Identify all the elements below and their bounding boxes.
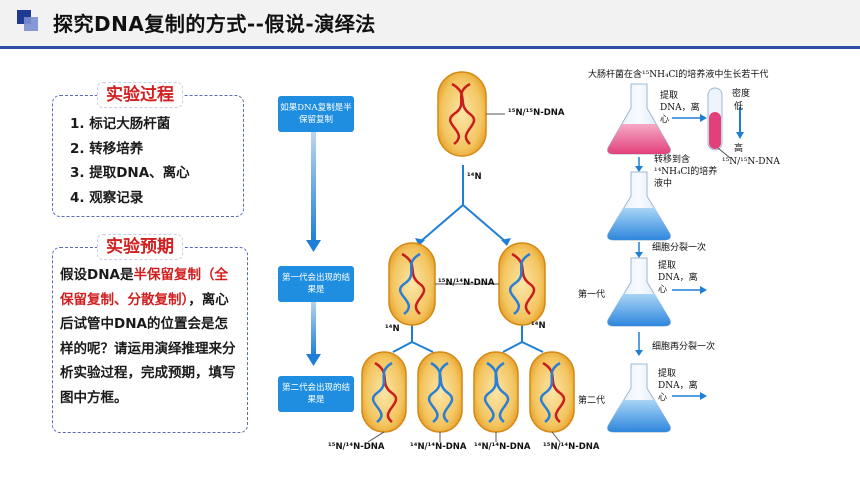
step-4: 4. 观察记录 <box>70 189 144 206</box>
n14-top-label: ¹⁴N <box>467 172 482 182</box>
divide-once-label: 细胞分裂一次 <box>652 243 707 253</box>
gen2-label-4: ¹⁵N/¹⁴N-DNA <box>543 442 600 452</box>
flow-arrow-1 <box>306 130 321 252</box>
extract-label-3: 提取DNA，离心 <box>658 369 698 403</box>
cell-gen2-1 <box>361 351 407 433</box>
centrifuge-tube <box>707 87 723 151</box>
cell-gen2-3 <box>473 351 519 433</box>
cell-gen2-2 <box>417 351 463 433</box>
prediction-text-a: 假设DNA是 <box>60 267 134 283</box>
gen2-label-3: ¹⁴N/¹⁴N-DNA <box>474 442 531 452</box>
tube-dna-label: ¹⁵N/¹⁵N-DNA <box>722 157 780 167</box>
flow-box-hypothesis: 如果DNA复制是半保留复制 <box>278 96 354 132</box>
branch-lines <box>392 165 544 353</box>
prediction-text: 假设DNA是半保留复制（全保留复制、分散复制），离心后试管中DNA的位置会是怎样… <box>60 263 236 410</box>
extract-label-2: 提取DNA，离心 <box>658 261 698 295</box>
cell-gen1-right <box>498 242 546 326</box>
prediction-panel <box>52 247 248 433</box>
step-1: 1. 标记大肠杆菌 <box>70 116 171 132</box>
flow-arrow-2 <box>306 298 321 366</box>
n14-right-label: ¹⁴N <box>531 321 546 331</box>
flask-gen1 <box>607 257 671 327</box>
cell-gen2-4 <box>529 351 575 433</box>
flask-14n <box>607 171 671 241</box>
n14-left-label: ¹⁴N <box>385 324 400 334</box>
experiment-top-caption: 大肠杆菌在含¹⁵NH₄Cl的培养液中生长若干代 <box>588 70 769 80</box>
low-label: 低 <box>734 102 744 112</box>
transfer-label: 转移到含¹⁴NH₄Cl的培养液中 <box>654 155 718 189</box>
cell-gen1-left <box>388 242 436 326</box>
process-tag: 实验过程 <box>97 82 183 108</box>
title-bar <box>0 0 860 46</box>
parent-dna-label: ¹⁵N/¹⁵N-DNA <box>508 108 565 118</box>
prediction-tag: 实验预期 <box>97 234 183 260</box>
gen2-label: 第二代 <box>578 396 606 406</box>
step-3: 3. 提取DNA、离心 <box>70 165 190 181</box>
prediction-text-red: 半保留复制（全保留复制、分散复制） <box>60 267 228 308</box>
title-square-icon-overlay <box>24 17 38 31</box>
flask-gen2 <box>607 363 671 433</box>
high-label: 高 <box>734 144 744 154</box>
extract-label-1: 提取DNA，离心 <box>660 91 700 125</box>
density-label: 密度 <box>732 89 751 99</box>
gen2-label-1: ¹⁵N/¹⁴N-DNA <box>328 442 385 452</box>
step-2: 2. 转移培养 <box>70 140 144 157</box>
divide-again-label: 细胞再分裂一次 <box>652 342 716 352</box>
flow-box-gen1: 第一代会出现的结果是 <box>278 266 354 302</box>
title-underline <box>0 46 860 49</box>
flow-box-gen2: 第二代会出现的结果是 <box>278 376 354 412</box>
process-panel <box>52 95 244 217</box>
page-title: 探究DNA复制的方式--假说-演绎法 <box>53 12 376 36</box>
process-steps: 1. 标记大肠杆菌 2. 转移培养 3. 提取DNA、离心 4. 观察记录 <box>70 112 190 210</box>
gen2-pointer-lines <box>367 431 561 443</box>
prediction-text-b: ，离心后试管中DNA的位置会是怎样的呢？请运用演绎推理来分析实验过程，完成预期，… <box>60 291 236 406</box>
flask-15n <box>607 83 671 155</box>
gen1-label: 第一代 <box>578 290 606 300</box>
cell-parent <box>437 71 505 157</box>
gen1-dna-label: ¹⁵N/¹⁴N-DNA <box>438 278 495 288</box>
gen2-label-2: ¹⁴N/¹⁴N-DNA <box>410 442 467 452</box>
